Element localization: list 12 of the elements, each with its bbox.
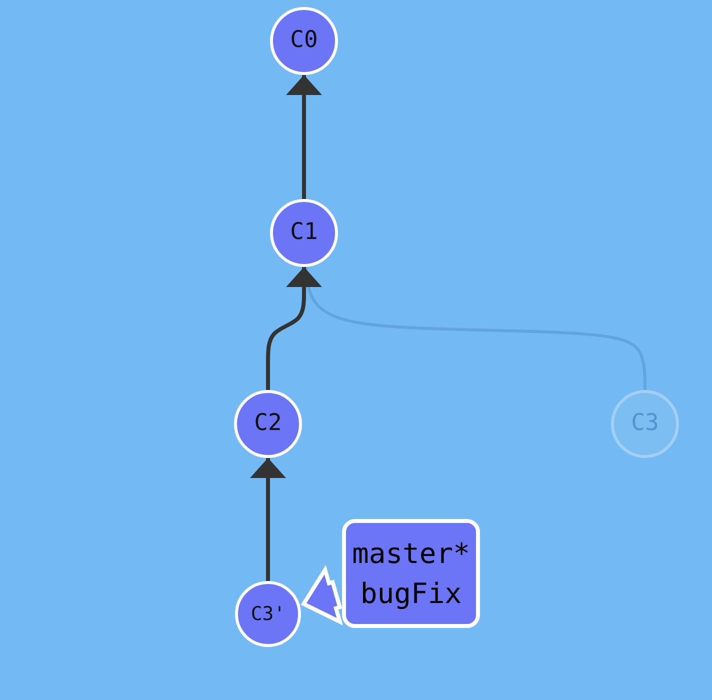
branch-label-box: [342, 519, 480, 628]
commit-label: C0: [290, 27, 318, 55]
block-arrow: [300, 564, 343, 626]
arrow: [250, 458, 286, 581]
arrow: [266, 267, 322, 390]
commit-label: C3': [250, 602, 286, 626]
commit-label: C2: [254, 410, 282, 438]
branch-name: bugFix: [360, 576, 462, 612]
arrow: [286, 75, 322, 199]
branch-name: master*: [352, 536, 470, 572]
commit-label: C1: [290, 219, 318, 247]
connector-line: [304, 266, 646, 390]
